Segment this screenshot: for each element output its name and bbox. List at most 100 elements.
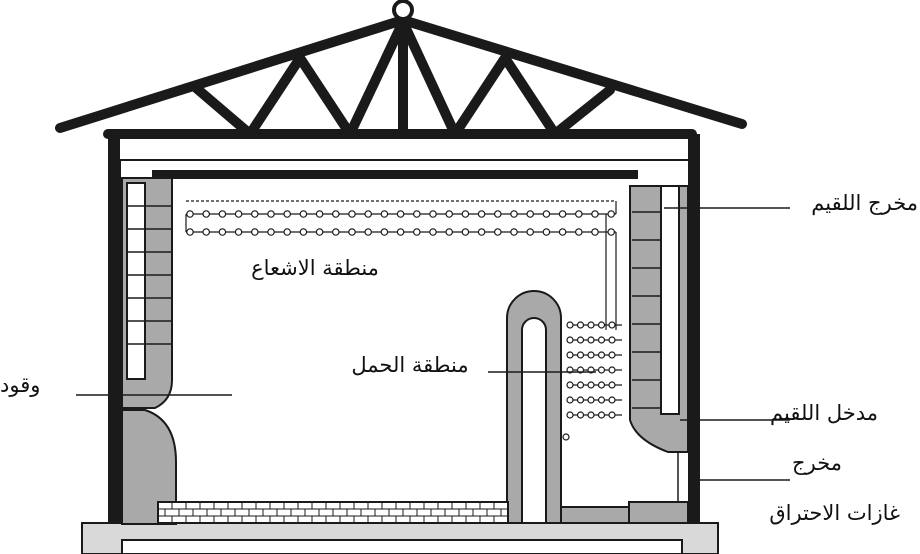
tube-node: [574, 210, 583, 218]
tube-node: [576, 411, 585, 419]
tube-node: [591, 210, 599, 218]
tube-node: [576, 351, 585, 359]
tube-node: [574, 228, 583, 236]
tube-node: [267, 228, 275, 236]
tube-node: [576, 321, 585, 329]
tube-node: [218, 228, 227, 236]
tube-node: [597, 321, 606, 329]
tube-node: [251, 210, 259, 218]
tube-node: [597, 381, 606, 389]
tube-node: [202, 228, 211, 236]
tube-node: [597, 366, 606, 374]
tube-node: [234, 228, 243, 236]
feed-inlet-label: مدخل اللقيم: [770, 401, 878, 426]
tube-node: [597, 351, 606, 359]
floor-bricks: [157, 501, 509, 524]
furnace-walls: [108, 134, 700, 524]
tube-node: [331, 210, 340, 218]
tube-node: [348, 228, 356, 236]
tube-node: [587, 321, 595, 329]
tube-node: [608, 411, 616, 419]
tube-node: [234, 210, 243, 218]
tube-node: [186, 210, 194, 218]
tube-node: [364, 228, 373, 236]
tube-node: [493, 210, 502, 218]
base-slab: [81, 522, 719, 554]
tube-node: [587, 381, 595, 389]
tube-node: [576, 396, 585, 404]
tube-node: [510, 228, 518, 236]
feed-outlet-label: مخرج اللقيم: [811, 191, 918, 216]
tube-node: [510, 210, 518, 218]
tube-node: [283, 228, 292, 236]
right-refractory-column: [629, 185, 689, 505]
tube-node: [608, 366, 616, 374]
tube-node: [315, 228, 324, 236]
tube-node: [267, 210, 275, 218]
tube-node: [566, 351, 574, 359]
tube-node: [299, 210, 308, 218]
tube-node: [445, 210, 454, 218]
tube-node: [566, 336, 574, 344]
convection-zone-label: منطقة الحمل: [351, 353, 468, 377]
tube-node: [218, 210, 227, 218]
left-refractory-column: [121, 177, 173, 409]
tube-node: [587, 396, 595, 404]
tube-node: [283, 210, 292, 218]
tube-node: [608, 381, 616, 389]
tube-node: [566, 411, 574, 419]
tube-node: [396, 228, 405, 236]
fuel-label: وقود: [0, 373, 40, 397]
tube-node: [587, 411, 595, 419]
tube-node: [587, 351, 595, 359]
tube-node: [461, 210, 470, 218]
tube-node: [597, 411, 606, 419]
tube-node: [299, 228, 308, 236]
tube-node: [493, 228, 502, 236]
tube-node: [608, 336, 616, 344]
tube-node: [562, 433, 570, 441]
tube-node: [576, 336, 585, 344]
tube-node: [202, 210, 211, 218]
tube-node: [558, 210, 567, 218]
tube-node: [186, 228, 194, 236]
tube-node: [542, 228, 551, 236]
tube-node: [607, 228, 616, 236]
roof-truss: [55, 15, 747, 139]
tube-node: [608, 396, 616, 404]
tube-node: [608, 321, 616, 329]
tube-node: [558, 228, 567, 236]
tube-node: [477, 228, 486, 236]
tube-node: [526, 228, 535, 236]
exhaust-outlet-label-line2: غازات الاحتراق: [769, 501, 900, 525]
tube-node: [607, 210, 616, 218]
tube-node: [429, 210, 437, 218]
tube-node: [380, 210, 389, 218]
radiation-zone-label: منطقة الاشعاع: [251, 256, 379, 280]
tube-node: [315, 210, 324, 218]
tube-node: [542, 210, 551, 218]
leader-lines: [76, 207, 790, 481]
radiant-tube-coil: [185, 200, 617, 330]
tube-node: [566, 381, 574, 389]
tube-node: [608, 351, 616, 359]
tube-node: [412, 210, 421, 218]
burner-block: [121, 409, 177, 525]
convection-u-tube: [506, 290, 562, 524]
exhaust-outlet-label-line1: مخرج: [792, 451, 842, 476]
hook-ring: [392, 0, 414, 21]
tube-node: [576, 381, 585, 389]
convection-tube-bank: [562, 321, 622, 441]
tube-node: [412, 228, 421, 236]
tube-node: [396, 210, 405, 218]
tube-node: [251, 228, 259, 236]
tube-node: [461, 228, 470, 236]
tube-node: [477, 210, 486, 218]
tube-node: [587, 336, 595, 344]
tube-node: [348, 210, 356, 218]
tube-node: [331, 228, 340, 236]
radiant-plate: [152, 170, 638, 179]
tube-node: [597, 336, 606, 344]
tube-node: [380, 228, 389, 236]
